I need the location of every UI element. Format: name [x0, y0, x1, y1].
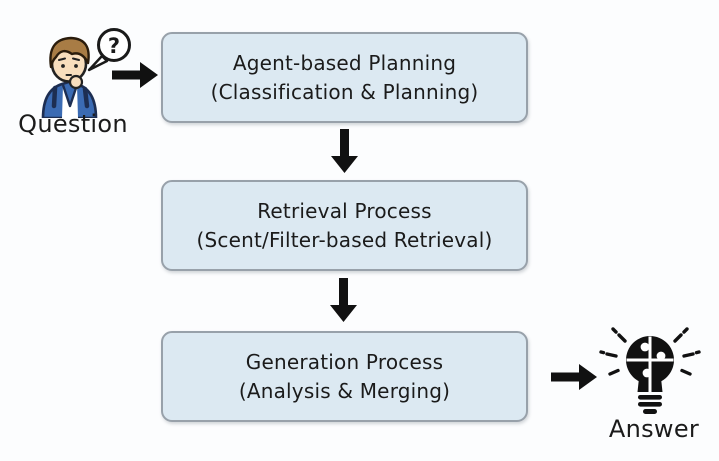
answer-bulb-icon	[599, 327, 701, 414]
box-title: Agent-based Planning	[232, 50, 457, 75]
question-label: Question	[18, 110, 128, 138]
box-subtitle: (Classification & Planning)	[210, 79, 479, 104]
flow-box-retrieval: Retrieval Process (Scent/Filter-based Re…	[161, 180, 528, 271]
box-title: Generation Process	[245, 349, 444, 374]
arrow-right-answer-icon	[551, 364, 597, 390]
flow-box-generation: Generation Process (Analysis & Merging)	[161, 331, 528, 422]
answer-label: Answer	[608, 415, 700, 443]
arrow-down-icon	[331, 129, 358, 173]
box-subtitle: (Scent/Filter-based Retrieval)	[196, 227, 493, 252]
question-mark-glyph: ?	[108, 34, 120, 58]
flow-box-agent-planning: Agent-based Planning (Classification & P…	[161, 32, 528, 123]
question-person-icon: ?	[41, 28, 131, 118]
arrow-down-icon	[330, 278, 357, 322]
box-subtitle: (Analysis & Merging)	[238, 378, 451, 403]
box-title: Retrieval Process	[257, 198, 432, 223]
arrow-right-question-icon	[112, 62, 158, 88]
